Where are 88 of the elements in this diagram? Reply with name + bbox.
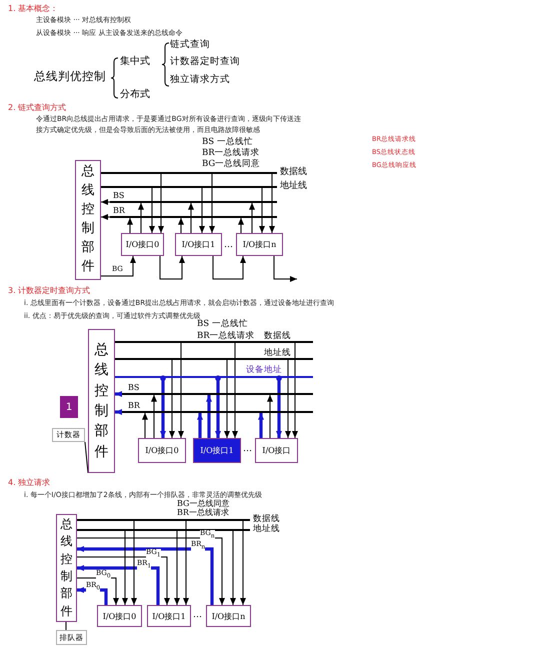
- tree-label: 集中式: [120, 56, 150, 68]
- arrow: [149, 187, 155, 234]
- section-heading: 3. 计数器定时查询方式: [8, 286, 90, 296]
- arrow: [276, 375, 282, 438]
- arrow: [285, 359, 291, 438]
- arrow: [77, 546, 214, 605]
- legend-text: BG一总线同意: [202, 160, 260, 170]
- controller-box: 总线控制部件: [75, 160, 101, 280]
- interface-box: I/O接口n: [236, 233, 283, 256]
- legend-text: BS 一总线忙: [202, 138, 253, 148]
- arrow: [269, 173, 275, 234]
- interface-box: I/O接口: [255, 438, 298, 463]
- interface-box: I/O接口n: [206, 605, 251, 627]
- arrow: [115, 391, 122, 397]
- arrow: [215, 375, 221, 438]
- arrow: [142, 412, 148, 438]
- counter-box: 1: [60, 396, 78, 418]
- arrow: [76, 538, 225, 606]
- arrow: [224, 359, 230, 438]
- legend-text: BS 一总线忙: [197, 320, 248, 330]
- arrow: [197, 412, 203, 438]
- arrow: [100, 214, 110, 220]
- legend-text: BR一总线请求: [177, 508, 229, 518]
- arrow: [100, 256, 136, 276]
- section-heading: 4. 独立请求: [8, 478, 50, 488]
- bus-line: BS: [122, 384, 313, 395]
- arrow: [127, 217, 133, 234]
- interface-box: I/O接口0: [97, 605, 142, 627]
- controller-box: 总线控制部件: [88, 329, 115, 473]
- legend-text: BR一总线请求: [202, 149, 260, 159]
- bus-line: 设备地址: [115, 367, 313, 378]
- arrow: [183, 520, 189, 606]
- arrow: [292, 342, 298, 438]
- interface-box: I/O接口1: [147, 605, 191, 627]
- arrow: [131, 520, 137, 606]
- arrow: [212, 256, 246, 280]
- controller-box: 总线控制部件: [56, 514, 77, 622]
- arrow: [151, 394, 157, 438]
- arrow: [115, 409, 122, 415]
- arrow: [230, 530, 236, 606]
- legend-text: BG一总线同意: [177, 499, 230, 508]
- arrow: [232, 342, 238, 438]
- ellipsis: …: [193, 610, 202, 620]
- section-heading: 2. 链式查询方式: [8, 103, 66, 112]
- tree-label: 独立请求方式: [170, 75, 230, 86]
- arrow: [169, 359, 175, 438]
- leader-line: [84, 442, 88, 474]
- tree-label: 计数器定时查询: [170, 57, 240, 68]
- arrow: [76, 578, 119, 606]
- arrow: [199, 187, 205, 234]
- arrow: [178, 217, 184, 234]
- arrow: [259, 187, 265, 234]
- arrow: [258, 412, 264, 438]
- tree-label: 分布式: [120, 89, 150, 100]
- arrow: [174, 530, 180, 606]
- arrow: [240, 520, 246, 606]
- arrow: [100, 199, 110, 205]
- interface-box: I/O接口0: [121, 233, 164, 256]
- interface-box: I/O接口1: [175, 233, 222, 256]
- arrow: [188, 202, 194, 234]
- arrow: [238, 217, 244, 234]
- arrow: [178, 342, 184, 438]
- arrow: [138, 202, 144, 234]
- arrow: [267, 394, 273, 438]
- tree-label: 链式查询: [170, 40, 210, 51]
- bus-line: BR: [122, 402, 313, 413]
- arrow: [122, 530, 128, 606]
- arrow: [160, 375, 166, 438]
- arrow: [206, 394, 212, 438]
- arrow: [76, 556, 170, 606]
- arrow: [160, 256, 185, 280]
- arrow: [209, 173, 215, 234]
- arrow: [77, 565, 160, 605]
- arrow: [274, 256, 298, 282]
- bus-line: BR: [110, 206, 277, 218]
- tree-label: 总线判优控制: [34, 70, 106, 84]
- legend-text: BR一总线请求: [197, 332, 255, 342]
- ellipsis: …: [243, 444, 252, 454]
- arrow: [158, 173, 164, 234]
- arrow: [249, 202, 255, 234]
- bus-line: BS: [110, 192, 277, 203]
- bus-line: 地址线: [101, 176, 307, 188]
- interface-box: I/O接口1: [193, 438, 241, 463]
- arrow: [77, 587, 108, 605]
- bus-line: 地址线: [115, 348, 313, 360]
- ellipsis: …: [224, 240, 233, 250]
- section-heading: 1. 基本概念：: [8, 4, 58, 14]
- interface-box: I/O接口0: [138, 438, 186, 463]
